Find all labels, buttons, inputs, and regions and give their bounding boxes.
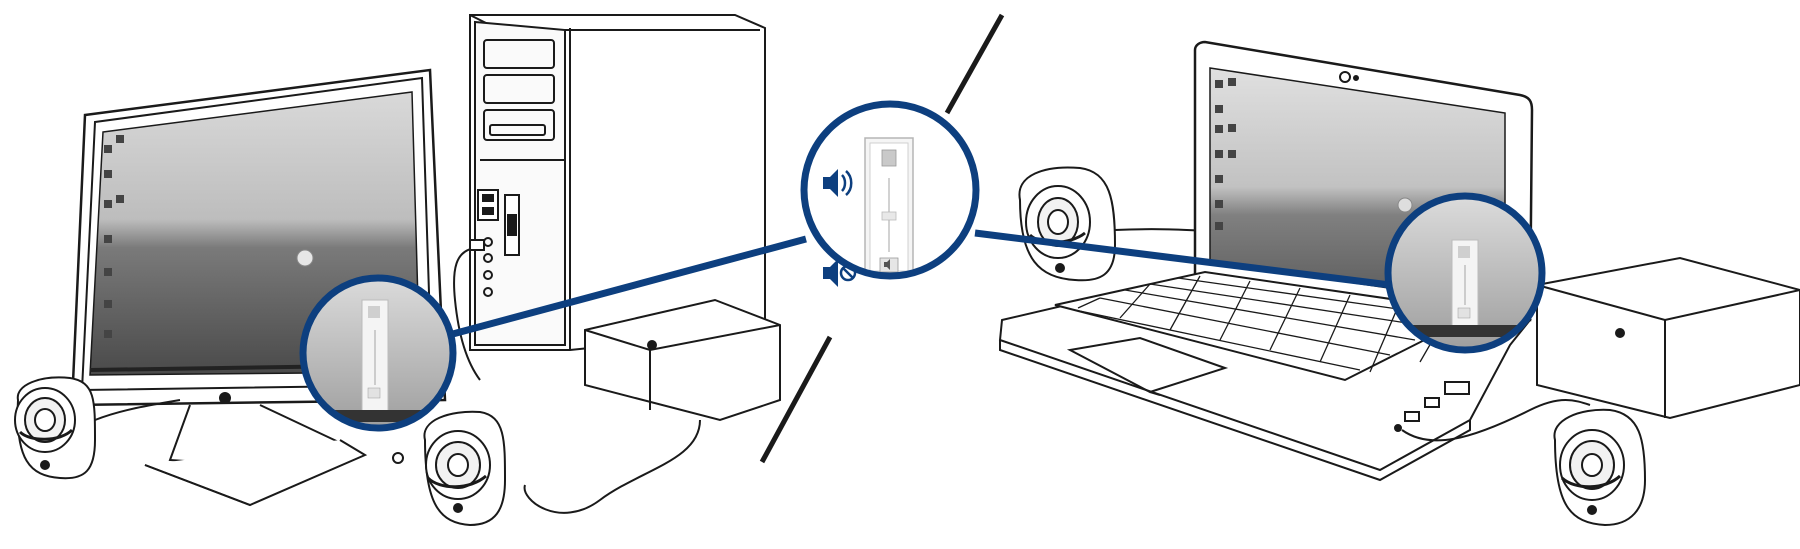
subwoofer-left xyxy=(523,298,781,514)
desktop-scene xyxy=(14,14,781,527)
speaker-mute-icon xyxy=(823,259,857,287)
subwoofer-right xyxy=(1536,256,1800,420)
divider-slash-top xyxy=(944,13,1005,115)
touchpad xyxy=(1066,336,1229,394)
monitor-volume-callout xyxy=(299,274,457,432)
mixer-zoom-callout: Mixer xyxy=(800,100,980,287)
notebook-volume-callout xyxy=(1384,192,1546,354)
speaker-front-right-notebook xyxy=(1553,408,1647,527)
hp-logo-notebook-screen xyxy=(1397,197,1413,213)
notebook-base xyxy=(998,270,1591,482)
callout-connector-right xyxy=(974,229,1391,289)
speaker-volume-icon xyxy=(823,169,853,197)
hp-logo-screen xyxy=(296,249,314,267)
callout-connector-left xyxy=(448,235,807,339)
hp-logo-bezel xyxy=(219,392,231,404)
notebook-scene xyxy=(998,40,1800,527)
divider-slash-bottom xyxy=(759,335,833,464)
webcam xyxy=(1339,71,1351,83)
speaker-front-left xyxy=(14,376,181,480)
speaker-front-right xyxy=(423,410,507,527)
